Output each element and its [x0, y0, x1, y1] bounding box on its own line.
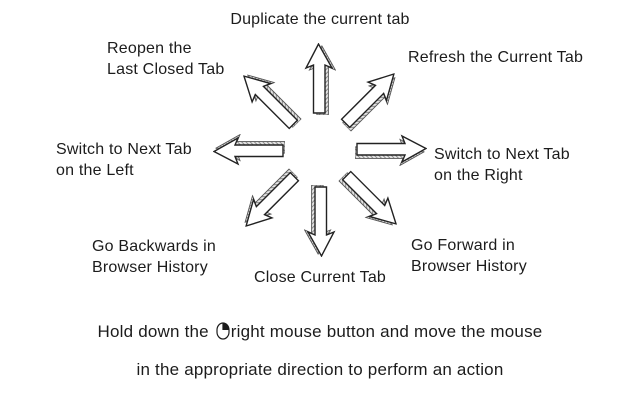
instruction-line-1: Hold down the right mouse button and mov…: [0, 322, 640, 342]
arrow-up-icon: [304, 43, 336, 115]
gesture-label-up: Duplicate the current tab: [230, 11, 410, 28]
instruction-line-1-before: Hold down the: [97, 322, 214, 341]
arrow-down-icon: [304, 185, 336, 257]
gesture-label-left: Switch to Next Tab on the Left: [56, 141, 192, 179]
arrow-up-right-icon: [333, 63, 407, 137]
arrow-down-left-icon: [233, 163, 307, 237]
right-mouse-button-icon: [216, 322, 230, 340]
gesture-label-right: Switch to Next Tab on the Right: [434, 146, 570, 184]
arrow-left-icon: [213, 134, 285, 166]
arrow-down-right-icon: [333, 163, 407, 237]
gesture-label-down: Close Current Tab: [253, 269, 387, 286]
gesture-label-up-right: Refresh the Current Tab: [408, 49, 584, 66]
arrow-up-left-icon: [233, 63, 307, 137]
arrow-right-icon: [355, 134, 427, 166]
instruction-line-2: in the appropriate direction to perform …: [136, 360, 504, 379]
instruction-line-1-after: right mouse button and move the mouse: [230, 322, 543, 341]
gesture-label-down-left: Go Backwards in Browser History: [92, 238, 216, 276]
gesture-label-up-left: Reopen the Last Closed Tab: [107, 40, 225, 78]
gesture-label-down-right: Go Forward in Browser History: [411, 237, 527, 275]
